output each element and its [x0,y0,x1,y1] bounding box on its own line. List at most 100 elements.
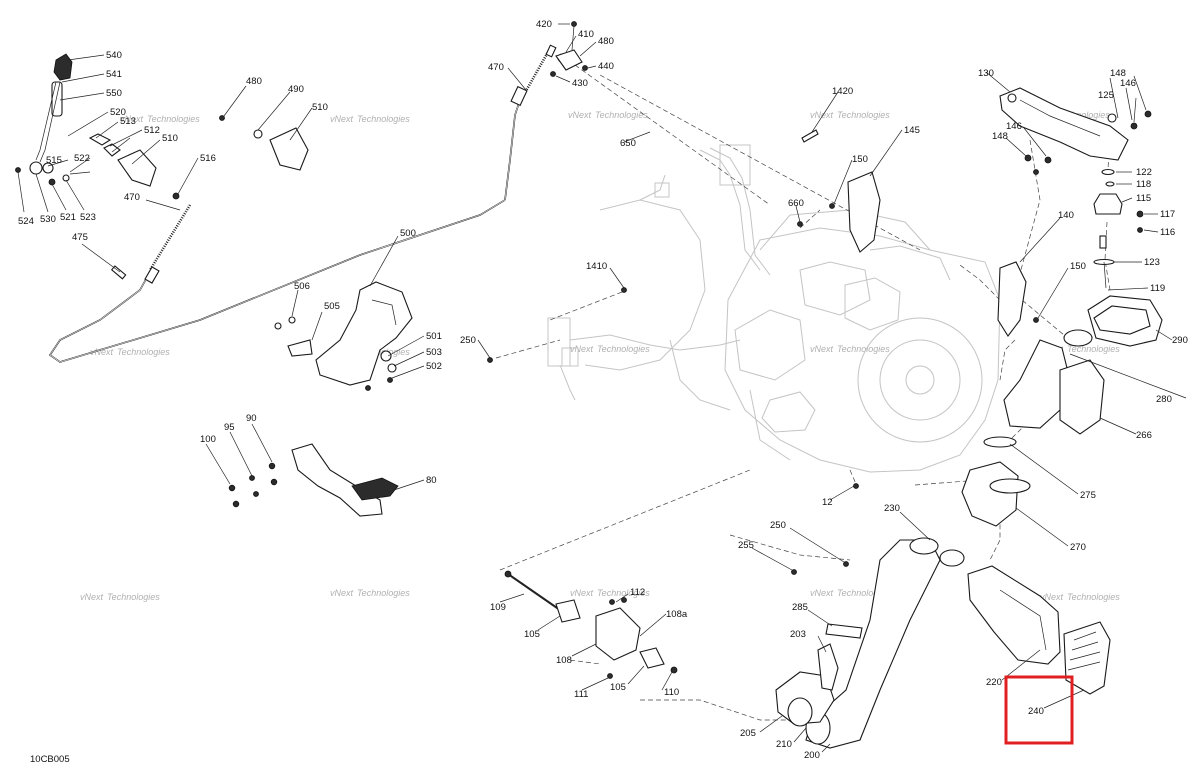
callout-145: 145 [904,125,920,136]
callout-123: 123 [1144,257,1160,268]
callout-510-left: 510 [162,133,178,144]
callout-270: 270 [1070,542,1086,553]
shift-cable-left [48,199,506,363]
leader-lines [17,23,1187,753]
callout-503: 503 [426,347,442,358]
highlight-box-240 [1004,675,1074,745]
callout-230: 230 [884,503,900,514]
callout-250-engine: 250 [460,335,476,346]
callout-550: 550 [106,88,122,99]
cable-bracket [555,49,583,71]
filter-240 [1063,621,1111,695]
cable-bracket-510 [219,115,309,171]
callout-520: 520 [110,107,126,118]
callout-470-left: 470 [124,192,140,203]
callout-506: 506 [294,281,310,292]
callout-111: 111 [574,689,588,700]
callout-108: 108 [556,655,572,666]
callout-522: 522 [74,153,90,164]
callout-410: 410 [578,29,594,40]
callout-515: 515 [46,155,62,166]
callout-530: 530 [40,214,56,225]
pedal-pad [351,477,399,501]
callout-470-upper: 470 [488,62,504,73]
callout-280: 280 [1156,394,1172,405]
callout-205: 205 [740,728,756,739]
callout-250-lower: 250 [770,520,786,531]
callout-112: 112 [630,587,645,598]
callout-118: 118 [1136,179,1151,190]
callout-108a: 108a [666,609,688,620]
callout-90: 90 [246,413,257,424]
figure-code: 10CB005 [30,754,70,765]
callout-100: 100 [200,434,216,445]
callout-148-side: 148 [992,131,1008,142]
callout-80: 80 [426,475,437,486]
callout-512: 512 [144,125,160,136]
callout-146-side: 146 [1006,121,1022,132]
callout-255: 255 [738,540,754,551]
callout-12: 12 [822,497,833,508]
shift-cable-upper [504,21,588,201]
callout-420: 420 [536,19,552,30]
callout-1410: 1410 [586,261,607,272]
callout-540: 540 [106,50,122,61]
engine-mount-130 [999,87,1152,289]
callout-210: 210 [776,739,792,750]
callout-510-middle: 510 [312,102,328,113]
callout-500: 500 [400,228,416,239]
callout-523: 523 [80,212,96,223]
callout-150-side: 150 [1070,261,1086,272]
callout-130: 130 [978,68,994,79]
callout-285: 285 [792,602,808,613]
shift-knob [53,53,73,81]
callout-475: 475 [72,232,88,243]
callout-275: 275 [1080,490,1096,501]
callout-521: 521 [60,212,76,223]
callout-200: 200 [804,750,820,761]
callout-505: 505 [324,301,340,312]
callout-119: 119 [1150,283,1165,294]
callout-516: 516 [200,153,216,164]
callout-117: 117 [1160,209,1175,220]
callout-440: 440 [598,61,614,72]
shifter-lever-assembly [15,53,180,200]
callout-109: 109 [490,602,506,613]
callout-266: 266 [1136,430,1152,441]
callout-148-top: 148 [1110,68,1126,79]
callout-220: 220 [986,677,1002,688]
callout-502: 502 [426,361,442,372]
callout-150-upper: 150 [852,154,868,165]
callout-501: 501 [426,331,442,342]
callout-146-top: 146 [1120,78,1136,89]
callout-513: 513 [120,116,136,127]
callout-480-upper: 480 [598,36,614,47]
intake-lower [775,537,1111,749]
callout-541: 541 [106,69,122,80]
ghosted-engine [547,144,1001,473]
callout-430: 430 [572,78,588,89]
callout-650: 650 [620,138,636,149]
callout-105-lower: 105 [610,682,626,693]
callout-labels: 540 541 550 520 513 512 510 515 522 516 … [18,19,1188,761]
callout-116: 116 [1160,227,1175,238]
callout-115: 115 [1136,193,1151,204]
callout-524: 524 [18,216,34,227]
callout-290: 290 [1172,335,1188,346]
callout-490: 490 [288,84,304,95]
callout-105-upper: 105 [524,629,540,640]
pedal-support-500 [274,281,413,391]
